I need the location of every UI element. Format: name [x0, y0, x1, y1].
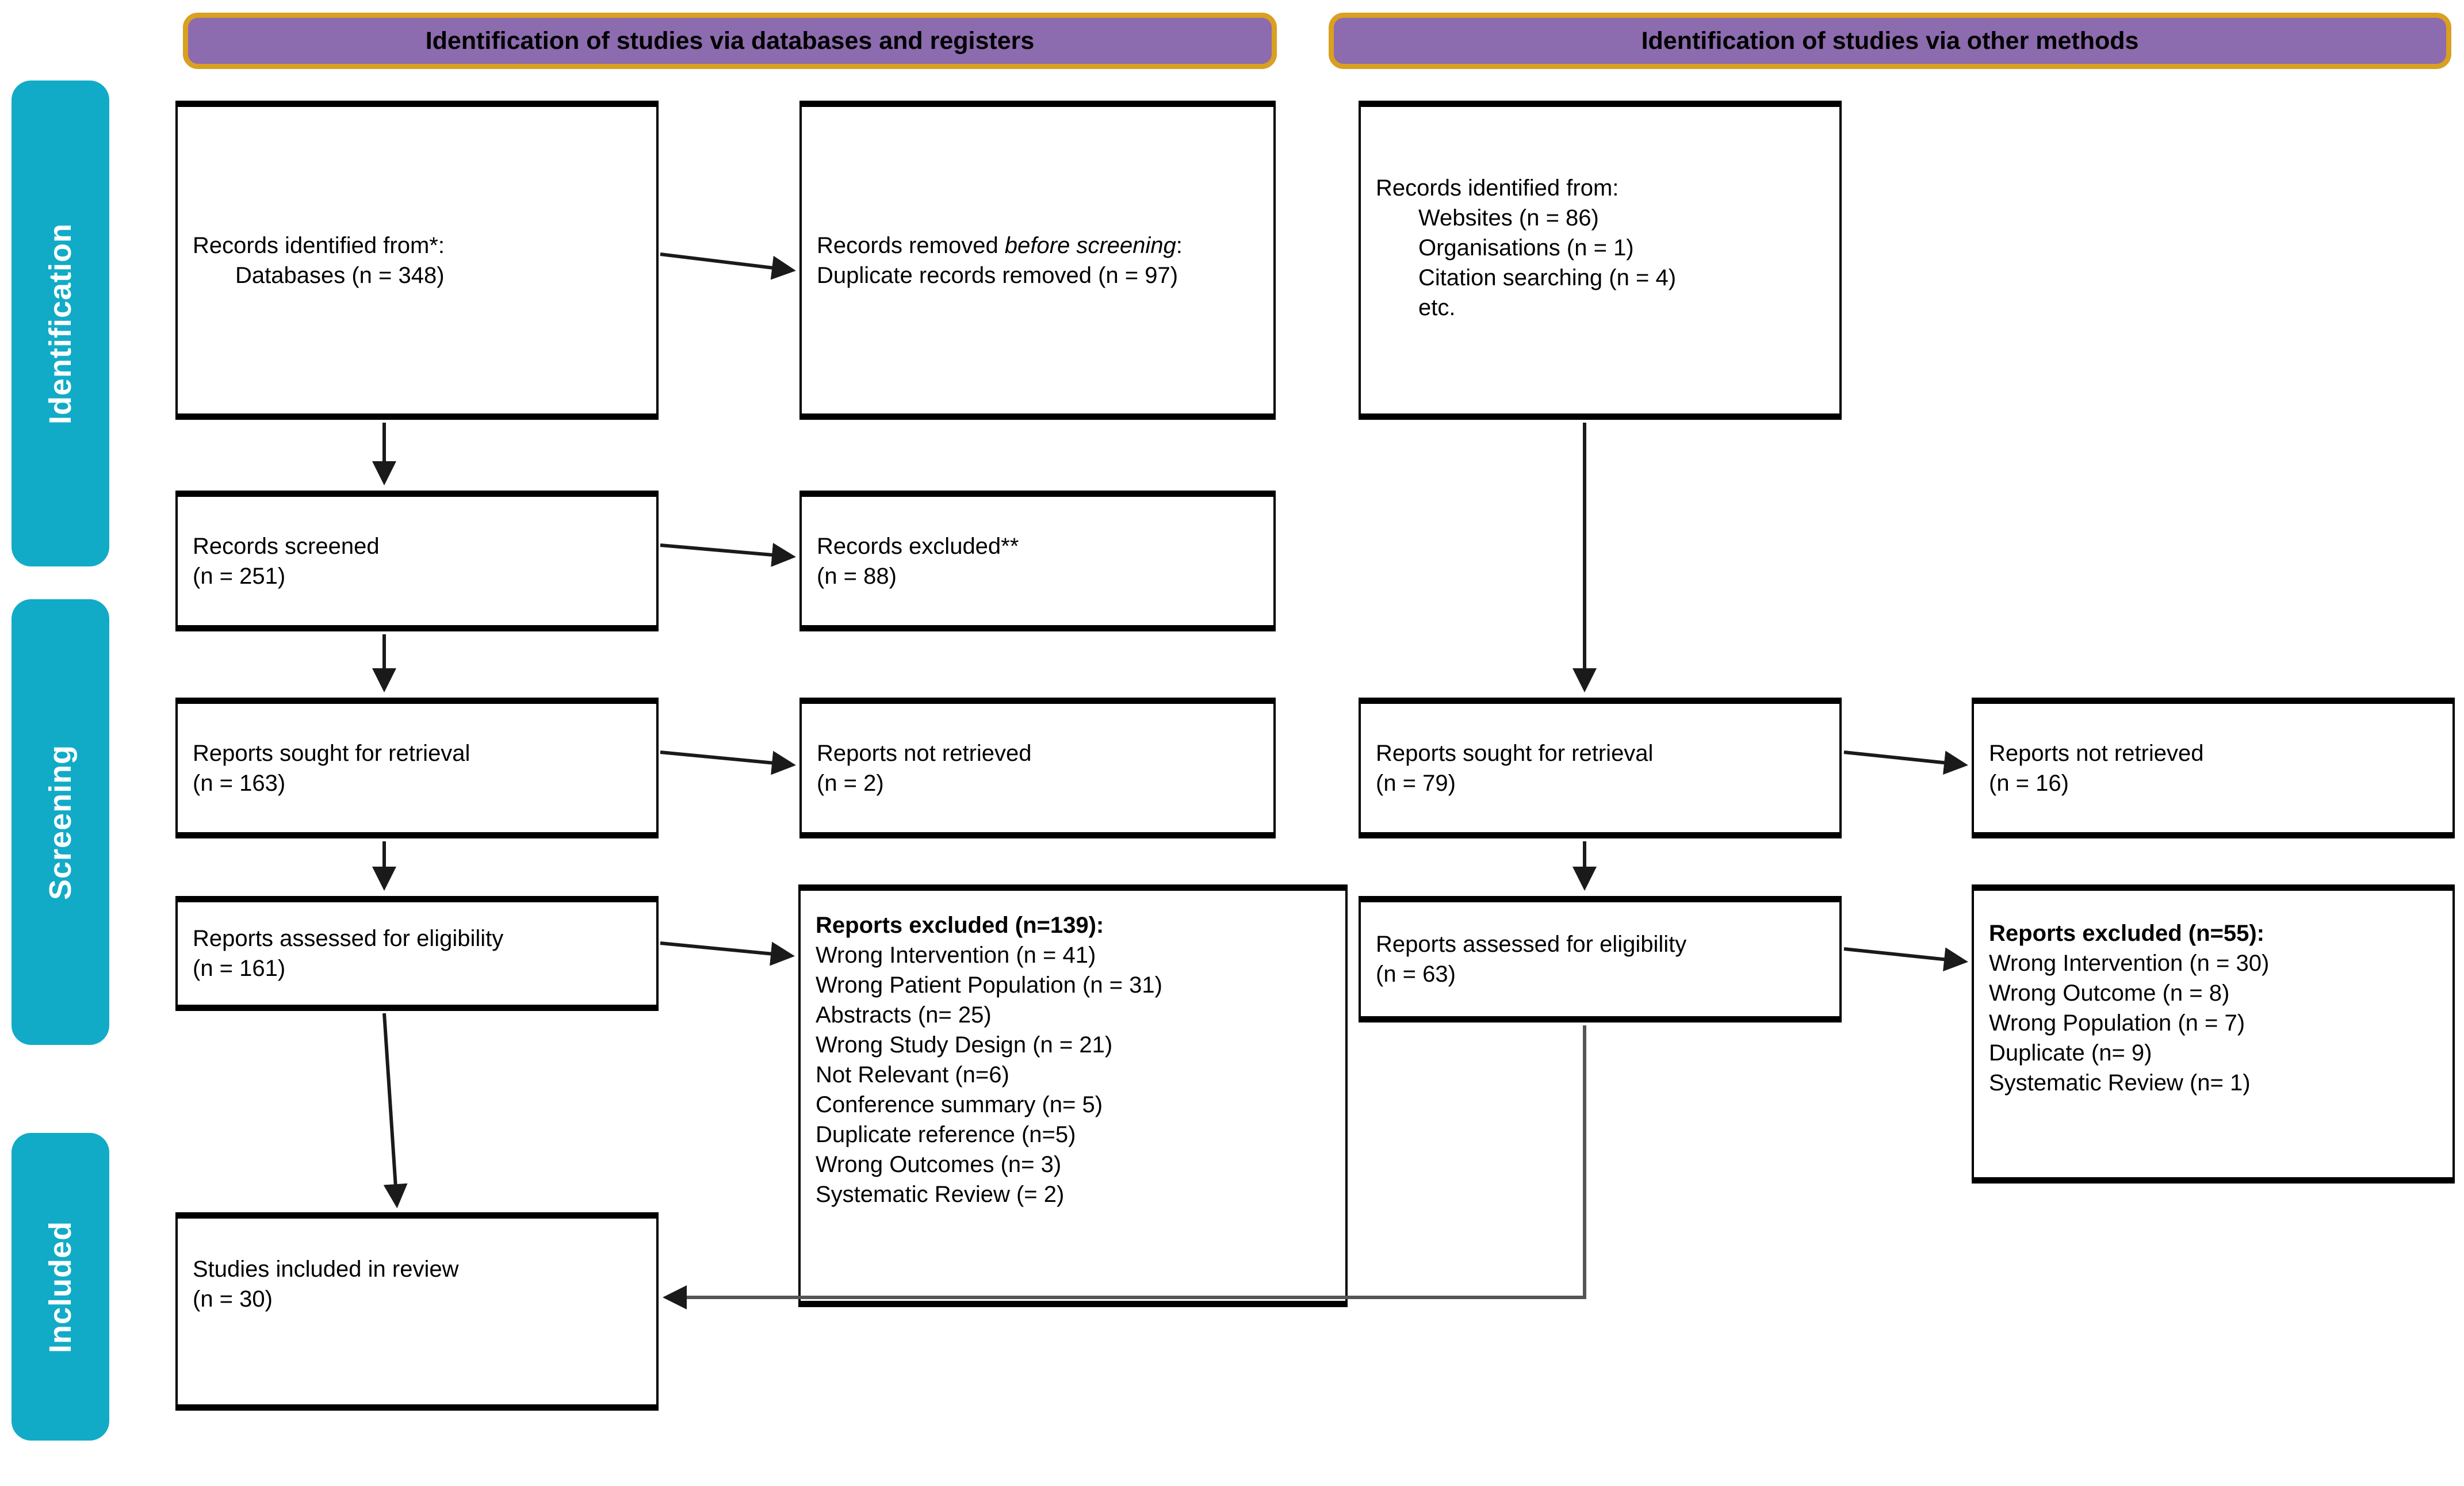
- reports-excluded-other-reason: Wrong Outcome (n = 8): [1989, 981, 2230, 1006]
- reports-assessed-other-line-2: (n = 63): [1376, 962, 1456, 987]
- banner-title-other-methods: Identification of studies via other meth…: [1641, 26, 2139, 55]
- records-screened-line-2: (n = 251): [193, 563, 286, 589]
- reports-not-retrieved-db-line-2: (n = 2): [817, 770, 884, 796]
- box-reports-sought-databases: Reports sought for retrieval (n = 163): [175, 698, 659, 838]
- reports-excluded-db-reason: Systematic Review (= 2): [816, 1182, 1065, 1207]
- reports-excluded-db-reason: Wrong Study Design (n = 21): [816, 1032, 1113, 1058]
- reports-assessed-db-line-1: Reports assessed for eligibility: [193, 926, 504, 951]
- records-excluded-line-2: (n = 88): [817, 563, 897, 589]
- phase-band-identification: Identification: [12, 81, 109, 566]
- records-identified-other-line-1: Records identified from:: [1376, 175, 1619, 201]
- reports-sought-other-line-2: (n = 79): [1376, 770, 1456, 796]
- reports-excluded-db-reason: Not Relevant (n=6): [816, 1062, 1009, 1087]
- box-reports-assessed-databases: Reports assessed for eligibility (n = 16…: [175, 896, 659, 1011]
- box-records-screened: Records screened (n = 251): [175, 491, 659, 631]
- phase-band-screening: Screening: [12, 599, 109, 1045]
- box-records-removed: Records removed before screening: Duplic…: [799, 101, 1276, 420]
- box-reports-not-retrieved-other: Reports not retrieved (n = 16): [1972, 698, 2455, 838]
- box-reports-assessed-other: Reports assessed for eligibility (n = 63…: [1359, 896, 1842, 1022]
- reports-excluded-db-reason: Wrong Patient Population (n = 31): [816, 972, 1162, 998]
- reports-sought-db-line-1: Reports sought for retrieval: [193, 740, 470, 766]
- arrow-assessed-to-excluded-db: [660, 941, 795, 966]
- box-records-identified-other: Records identified from: Websites (n = 8…: [1359, 101, 1842, 420]
- reports-not-retrieved-other-line-1: Reports not retrieved: [1989, 740, 2204, 766]
- records-removed-italic: before screening: [1004, 232, 1176, 258]
- records-identified-line-2: Databases (n = 348): [235, 262, 445, 288]
- records-identified-other-line-2: Websites (n = 86): [1418, 205, 1599, 231]
- reports-excluded-db-heading: Reports excluded (n=139):: [816, 913, 1104, 938]
- box-reports-excluded-other: Reports excluded (n=55): Wrong Intervent…: [1972, 884, 2455, 1184]
- phase-label-screening: Screening: [43, 744, 78, 900]
- studies-included-line-1: Studies included in review: [193, 1257, 459, 1282]
- records-identified-other-line-4: Citation searching (n = 4): [1418, 265, 1677, 290]
- reports-excluded-db-reason: Wrong Intervention (n = 41): [816, 943, 1096, 968]
- records-removed-line-2: Duplicate records removed (n = 97): [817, 262, 1179, 288]
- reports-excluded-db-reason: Conference summary (n= 5): [816, 1092, 1103, 1117]
- box-reports-not-retrieved-databases: Reports not retrieved (n = 2): [799, 698, 1276, 838]
- phase-band-included: Included: [12, 1133, 109, 1441]
- records-removed-line-1: Records removed before screening:: [817, 231, 1258, 261]
- box-reports-excluded-databases: Reports excluded (n=139): Wrong Interven…: [798, 884, 1348, 1307]
- arrow-sought-other-to-not-retrieved: [1843, 750, 1968, 775]
- records-removed-suffix: :: [1176, 232, 1183, 258]
- reports-assessed-db-line-2: (n = 161): [193, 956, 286, 981]
- reports-excluded-other-reason: Systematic Review (n= 1): [1989, 1070, 2251, 1096]
- arrow-sought-to-not-retrieved: [660, 750, 796, 775]
- arrow-identified-to-removed: [660, 252, 796, 280]
- reports-not-retrieved-db-line-1: Reports not retrieved: [817, 740, 1032, 766]
- box-records-identified: Records identified from*: Databases (n =…: [175, 101, 659, 420]
- arrow-assessed-other-to-excluded: [1843, 947, 1968, 972]
- reports-excluded-other-reason: Wrong Intervention (n = 30): [1989, 951, 2270, 976]
- phase-label-identification: Identification: [43, 223, 78, 424]
- reports-excluded-db-reason: Wrong Outcomes (n= 3): [816, 1152, 1062, 1177]
- box-studies-included: Studies included in review (n = 30): [175, 1212, 659, 1411]
- reports-not-retrieved-other-line-2: (n = 16): [1989, 770, 2069, 796]
- studies-included-line-2: (n = 30): [193, 1286, 273, 1312]
- banner-title-databases-registers: Identification of studies via databases …: [425, 26, 1035, 55]
- records-identified-other-line-3: Organisations (n = 1): [1418, 235, 1634, 261]
- reports-sought-db-line-2: (n = 163): [193, 770, 286, 796]
- reports-sought-other-line-1: Reports sought for retrieval: [1376, 740, 1654, 766]
- arrow-screened-to-excluded: [660, 542, 796, 567]
- reports-excluded-db-reason: Duplicate reference (n=5): [816, 1122, 1076, 1147]
- banner-other-methods: Identification of studies via other meth…: [1329, 13, 2451, 69]
- records-screened-line-1: Records screened: [193, 533, 380, 559]
- reports-excluded-db-reason: Abstracts (n= 25): [816, 1002, 992, 1028]
- phase-label-included: Included: [43, 1220, 78, 1353]
- box-records-excluded: Records excluded** (n = 88): [799, 491, 1276, 631]
- reports-excluded-other-heading: Reports excluded (n=55):: [1989, 921, 2265, 946]
- banner-databases-registers: Identification of studies via databases …: [183, 13, 1277, 69]
- records-removed-prefix: Records removed: [817, 232, 1005, 258]
- arrow-assessed-to-studies-included: [382, 1013, 408, 1208]
- reports-excluded-other-reason: Wrong Population (n = 7): [1989, 1010, 2245, 1036]
- records-identified-line-1: Records identified from*:: [193, 232, 445, 258]
- records-excluded-line-1: Records excluded**: [817, 533, 1019, 559]
- reports-assessed-other-line-1: Reports assessed for eligibility: [1376, 932, 1687, 957]
- reports-excluded-other-reason: Duplicate (n= 9): [1989, 1040, 2152, 1066]
- records-identified-other-line-5: etc.: [1418, 295, 1456, 320]
- box-reports-sought-other: Reports sought for retrieval (n = 79): [1359, 698, 1842, 838]
